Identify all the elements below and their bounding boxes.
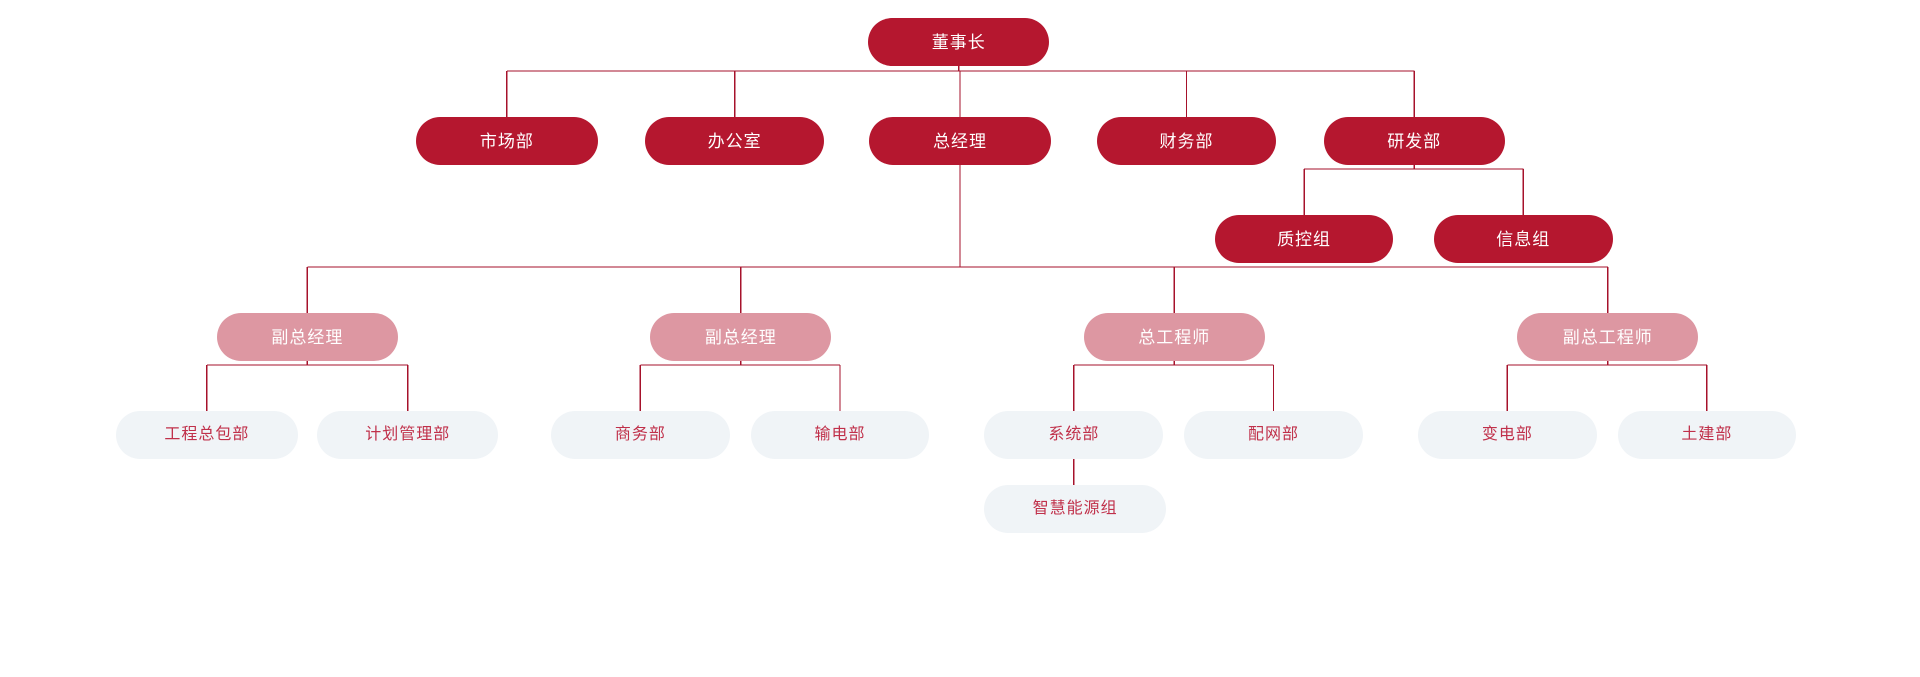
org-node-d2[interactable]: 办公室 (645, 117, 825, 165)
org-node-d4[interactable]: 财务部 (1097, 117, 1276, 165)
org-node-root[interactable]: 董事长 (868, 18, 1050, 66)
org-node-label: 商务部 (614, 426, 666, 443)
org-node-label: 智慧能源组 (1032, 500, 1118, 517)
org-node-label: 董事长 (931, 32, 986, 52)
org-node-l5[interactable]: 系统部 (984, 411, 1164, 459)
org-node-g1[interactable]: 智慧能源组 (984, 485, 1166, 533)
org-node-label: 工程总包部 (164, 426, 250, 443)
org-node-label: 信息组 (1496, 229, 1551, 249)
org-node-label: 市场部 (479, 131, 534, 151)
org-node-label: 变电部 (1481, 426, 1533, 443)
org-node-label: 土建部 (1681, 426, 1733, 443)
org-node-label: 总经理 (932, 131, 987, 151)
org-node-l1[interactable]: 工程总包部 (116, 411, 298, 459)
org-node-label: 配网部 (1247, 426, 1299, 443)
org-node-l8[interactable]: 土建部 (1617, 411, 1797, 459)
org-node-p4[interactable]: 副总工程师 (1517, 313, 1699, 361)
org-node-label: 副总工程师 (1562, 327, 1653, 347)
org-node-d1[interactable]: 市场部 (416, 117, 598, 165)
org-node-l4[interactable]: 输电部 (750, 411, 930, 459)
org-node-p3[interactable]: 总工程师 (1083, 313, 1265, 361)
org-node-label: 副总经理 (704, 327, 777, 347)
org-node-label: 总工程师 (1138, 327, 1211, 347)
org-node-p1[interactable]: 副总经理 (216, 313, 398, 361)
org-node-d5[interactable]: 研发部 (1323, 117, 1505, 165)
org-node-label: 输电部 (814, 426, 866, 443)
org-node-l3[interactable]: 商务部 (551, 411, 730, 459)
org-node-l7[interactable]: 变电部 (1417, 411, 1597, 459)
org-node-r1[interactable]: 质控组 (1214, 215, 1394, 263)
org-node-r2[interactable]: 信息组 (1433, 215, 1613, 263)
org-node-label: 办公室 (707, 131, 762, 151)
org-node-label: 计划管理部 (365, 426, 451, 443)
org-node-label: 质控组 (1277, 229, 1332, 249)
org-node-p2[interactable]: 副总经理 (650, 313, 832, 361)
org-node-l2[interactable]: 计划管理部 (317, 411, 499, 459)
org-node-label: 财务部 (1159, 131, 1214, 151)
org-node-label: 研发部 (1387, 131, 1442, 151)
org-node-l6[interactable]: 配网部 (1184, 411, 1363, 459)
org-node-label: 副总经理 (271, 327, 344, 347)
org-node-d3[interactable]: 总经理 (869, 117, 1051, 165)
org-node-label: 系统部 (1048, 426, 1100, 443)
